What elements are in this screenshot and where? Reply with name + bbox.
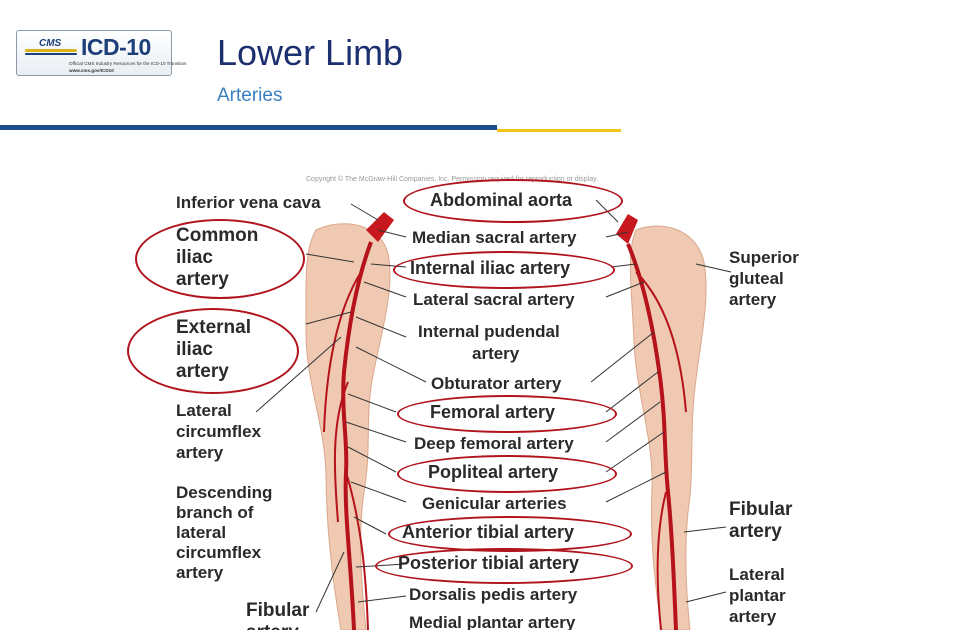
title-rule-blue (0, 125, 497, 130)
highlight-oval-abdominal-aorta (403, 179, 623, 223)
title-rule-yellow (497, 129, 621, 132)
slide-subtitle: Arteries (217, 85, 283, 106)
cms-logo-text: CMS (39, 38, 62, 49)
logo-brand: ICD-10 (81, 34, 151, 60)
label-deep-femoral-artery: Deep femoral artery (414, 434, 574, 453)
logo-url: www.cms.gov/ICD10 (69, 68, 114, 73)
left-branch-artery (323, 271, 362, 433)
label-obturator-artery: Obturator artery (431, 374, 562, 393)
label-internal-pudendal: Internal pudendal (418, 322, 560, 341)
right-femoral-artery (626, 243, 678, 630)
icd10-logo: CMS ICD-10 Official CMS Industry Resourc… (16, 30, 187, 76)
label-fibular-right-artery: artery (729, 521, 782, 542)
leader-lines (255, 199, 732, 613)
label-lateral-sacral-artery: Lateral sacral artery (413, 290, 575, 309)
label-desc-lateral: lateral (176, 523, 227, 542)
highlight-oval-external-iliac (127, 308, 299, 394)
highlight-oval-popliteal (397, 455, 617, 493)
label-branch-of: branch of (176, 503, 254, 522)
label-superior-gluteal: gluteal (729, 269, 784, 288)
left-branch-artery-3 (345, 471, 369, 630)
right-branch-artery (635, 271, 687, 413)
label-descending: Descending (176, 483, 273, 502)
label-genicular-arteries: Genicular arteries (422, 494, 567, 513)
left-leg-shape (305, 223, 391, 630)
right-aorta-shape (616, 214, 638, 244)
right-leg-shape (629, 225, 707, 630)
label-superior: Superior (729, 248, 799, 267)
label-medial-plantar-artery: Medial plantar artery (409, 613, 576, 630)
logo-swoosh (25, 49, 77, 52)
right-branch-artery-2 (656, 491, 667, 630)
label-fibular-left-artery: artery (246, 622, 299, 630)
left-femoral-artery (341, 241, 373, 630)
highlight-oval-internal-iliac (393, 251, 615, 289)
highlight-oval-anterior-tibial (388, 516, 632, 552)
logo-tagline: Official CMS Industry Resources for the … (69, 61, 187, 66)
left-branch-artery-2 (333, 381, 349, 523)
label-lateral-plantar-mid: plantar (729, 586, 786, 605)
label-lateral-circumflex: circumflex (176, 422, 262, 441)
label-internal-pudendal-artery: artery (472, 344, 520, 363)
highlight-oval-common-iliac (135, 219, 305, 299)
label-lateral: Lateral (176, 401, 232, 420)
logo-swoosh-line (25, 53, 77, 55)
label-inferior-vena-cava: Inferior vena cava (176, 193, 321, 212)
copyright-notice: Copyright © The McGraw-Hill Companies, I… (306, 176, 599, 183)
label-lateral-artery: artery (176, 443, 224, 462)
label-fibular-left: Fibular (246, 600, 310, 621)
abdominal-aorta-shape (366, 212, 394, 242)
label-fibular-right: Fibular (729, 499, 793, 520)
highlight-oval-posterior-tibial (375, 548, 633, 584)
slide-title: Lower Limb (217, 32, 404, 73)
label-desc-artery: artery (176, 563, 224, 582)
label-median-sacral-artery: Median sacral artery (412, 228, 577, 247)
label-lateral-plantar-artery: artery (729, 607, 777, 626)
label-dorsalis-pedis-artery: Dorsalis pedis artery (409, 585, 578, 604)
label-superior-artery: artery (729, 290, 777, 309)
label-lateral-plantar: Lateral (729, 565, 785, 584)
highlight-oval-femoral (397, 395, 617, 433)
anatomy-illustration (255, 199, 732, 630)
label-desc-circumflex: circumflex (176, 543, 262, 562)
